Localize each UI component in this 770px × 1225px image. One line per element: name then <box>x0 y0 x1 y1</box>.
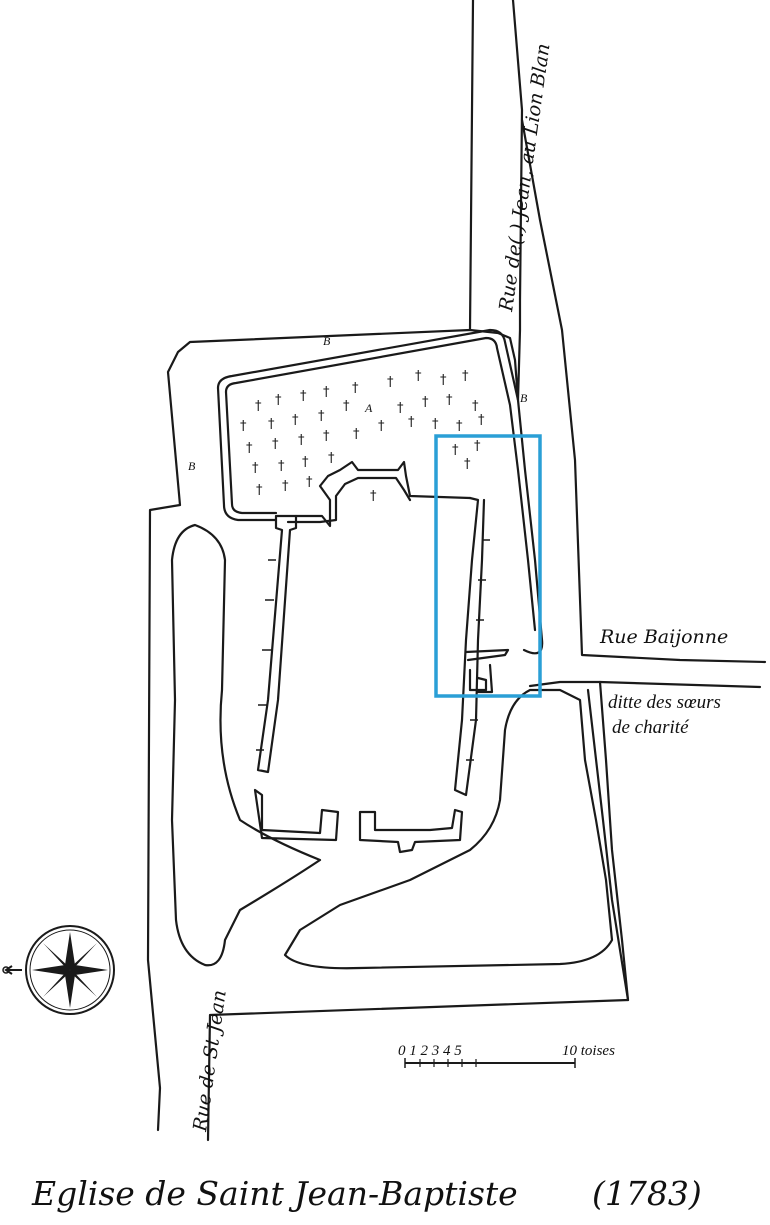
svg-text:†: † <box>246 441 253 456</box>
svg-text:†: † <box>318 409 325 424</box>
svg-text:†: † <box>256 483 263 498</box>
svg-text:†: † <box>452 443 459 458</box>
svg-text:†: † <box>278 459 285 474</box>
svg-text:†: † <box>298 433 305 448</box>
svg-text:†: † <box>275 393 282 408</box>
svg-text:†: † <box>306 475 313 490</box>
annotation-line-2: de charité <box>612 717 690 738</box>
svg-text:†: † <box>343 399 350 414</box>
svg-text:†: † <box>255 399 262 414</box>
svg-text:†: † <box>415 369 422 384</box>
svg-text:†: † <box>300 389 307 404</box>
cemetery-graves: ††† ††† ††† ††† ††† ††† ††† ††† ††† ††† … <box>240 369 485 504</box>
cemetery-label: A <box>364 401 373 415</box>
passage-east-label: B <box>520 391 528 405</box>
svg-text:†: † <box>478 413 485 428</box>
map-year: (1783) <box>592 1174 702 1213</box>
street-name-north-east: Rue de(.) Jean, au Lion Blan <box>495 42 555 314</box>
svg-text:†: † <box>432 417 439 432</box>
svg-text:†: † <box>408 415 415 430</box>
svg-text:†: † <box>302 455 309 470</box>
svg-text:†: † <box>474 439 481 454</box>
svg-text:†: † <box>282 479 289 494</box>
svg-text:†: † <box>387 375 394 390</box>
svg-text:†: † <box>323 429 330 444</box>
svg-text:†: † <box>352 381 359 396</box>
square-outlines <box>170 523 614 970</box>
svg-text:†: † <box>378 419 385 434</box>
svg-text:†: † <box>422 395 429 410</box>
svg-text:†: † <box>268 417 275 432</box>
svg-text:†: † <box>370 489 377 504</box>
street-outlines <box>146 0 767 1142</box>
map-title: Eglise de Saint Jean-Baptiste <box>31 1174 518 1213</box>
svg-text:†: † <box>323 385 330 400</box>
street-name-east: Rue Baijonne <box>599 626 728 648</box>
svg-text:†: † <box>252 461 259 476</box>
svg-text:†: † <box>292 413 299 428</box>
cemetery-enclosure <box>216 328 544 655</box>
street-name-west: Rue de St Jean <box>189 989 231 1134</box>
svg-text:†: † <box>456 419 463 434</box>
church-building <box>253 460 510 854</box>
passage-north-label: B <box>323 334 331 348</box>
svg-text:†: † <box>272 437 279 452</box>
svg-text:†: † <box>240 419 247 434</box>
annotation-line-1: ditte des sœurs <box>608 692 721 713</box>
svg-text:†: † <box>397 401 404 416</box>
scale-ticks: 0 1 2 3 4 5 <box>398 1043 462 1059</box>
scale-bar: 0 1 2 3 4 5 10 toises <box>398 1043 615 1068</box>
scale-end-label: 10 toises <box>562 1043 615 1059</box>
svg-text:†: † <box>462 369 469 384</box>
svg-text:†: † <box>446 393 453 408</box>
svg-text:†: † <box>464 457 471 472</box>
passage-west-label: B <box>188 459 196 473</box>
svg-text:†: † <box>472 399 479 414</box>
svg-text:†: † <box>328 451 335 466</box>
svg-text:†: † <box>440 373 447 388</box>
compass-rose-icon <box>2 925 115 1015</box>
svg-text:†: † <box>353 427 360 442</box>
highlight-box <box>434 434 542 698</box>
